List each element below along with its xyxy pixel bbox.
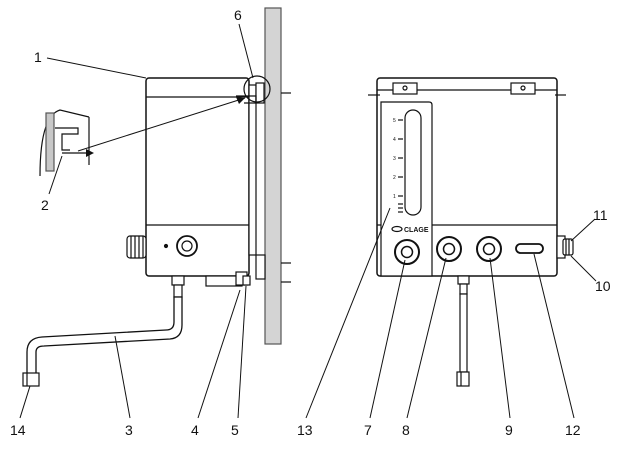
scale-tick-3: 3: [393, 156, 396, 162]
label-2: 2: [41, 197, 49, 213]
scale-tick-2: 2: [393, 175, 396, 181]
label-10: 10: [595, 278, 611, 294]
leader-lines: [19, 23, 597, 419]
label-6: 6: [234, 7, 242, 23]
label-7: 7: [364, 422, 372, 438]
label-11: 11: [593, 207, 608, 223]
outlet-spout: [26, 296, 183, 377]
side-view: [22, 7, 291, 387]
temperature-knob-side: [176, 235, 198, 257]
label-13: 13: [297, 422, 313, 438]
label-1: 1: [34, 49, 42, 65]
drain-pipe: [459, 293, 468, 373]
label-12: 12: [565, 422, 581, 438]
scale-tick-1: 1: [393, 194, 396, 200]
side-knob: [126, 235, 147, 259]
label-8: 8: [402, 422, 410, 438]
label-3: 3: [125, 422, 133, 438]
label-9: 9: [505, 422, 513, 438]
knob-8: [436, 236, 462, 262]
front-view: [368, 77, 574, 387]
knob-9: [476, 236, 502, 262]
detail-circle: [243, 75, 271, 103]
label-4: 4: [191, 422, 199, 438]
knob-7: [394, 239, 420, 265]
wall: [264, 7, 282, 345]
scale-tick-5: 5: [393, 118, 396, 124]
control-panel: [380, 101, 433, 277]
label-5: 5: [231, 422, 239, 438]
label-14: 14: [10, 422, 26, 438]
brand-logo-icon: [391, 225, 403, 233]
back-plate: [248, 84, 257, 256]
water-level-gauge: [404, 109, 422, 216]
indicator-light: [515, 243, 544, 254]
brand-label: CLAGE: [404, 227, 429, 234]
scale-tick-4: 4: [393, 137, 396, 143]
